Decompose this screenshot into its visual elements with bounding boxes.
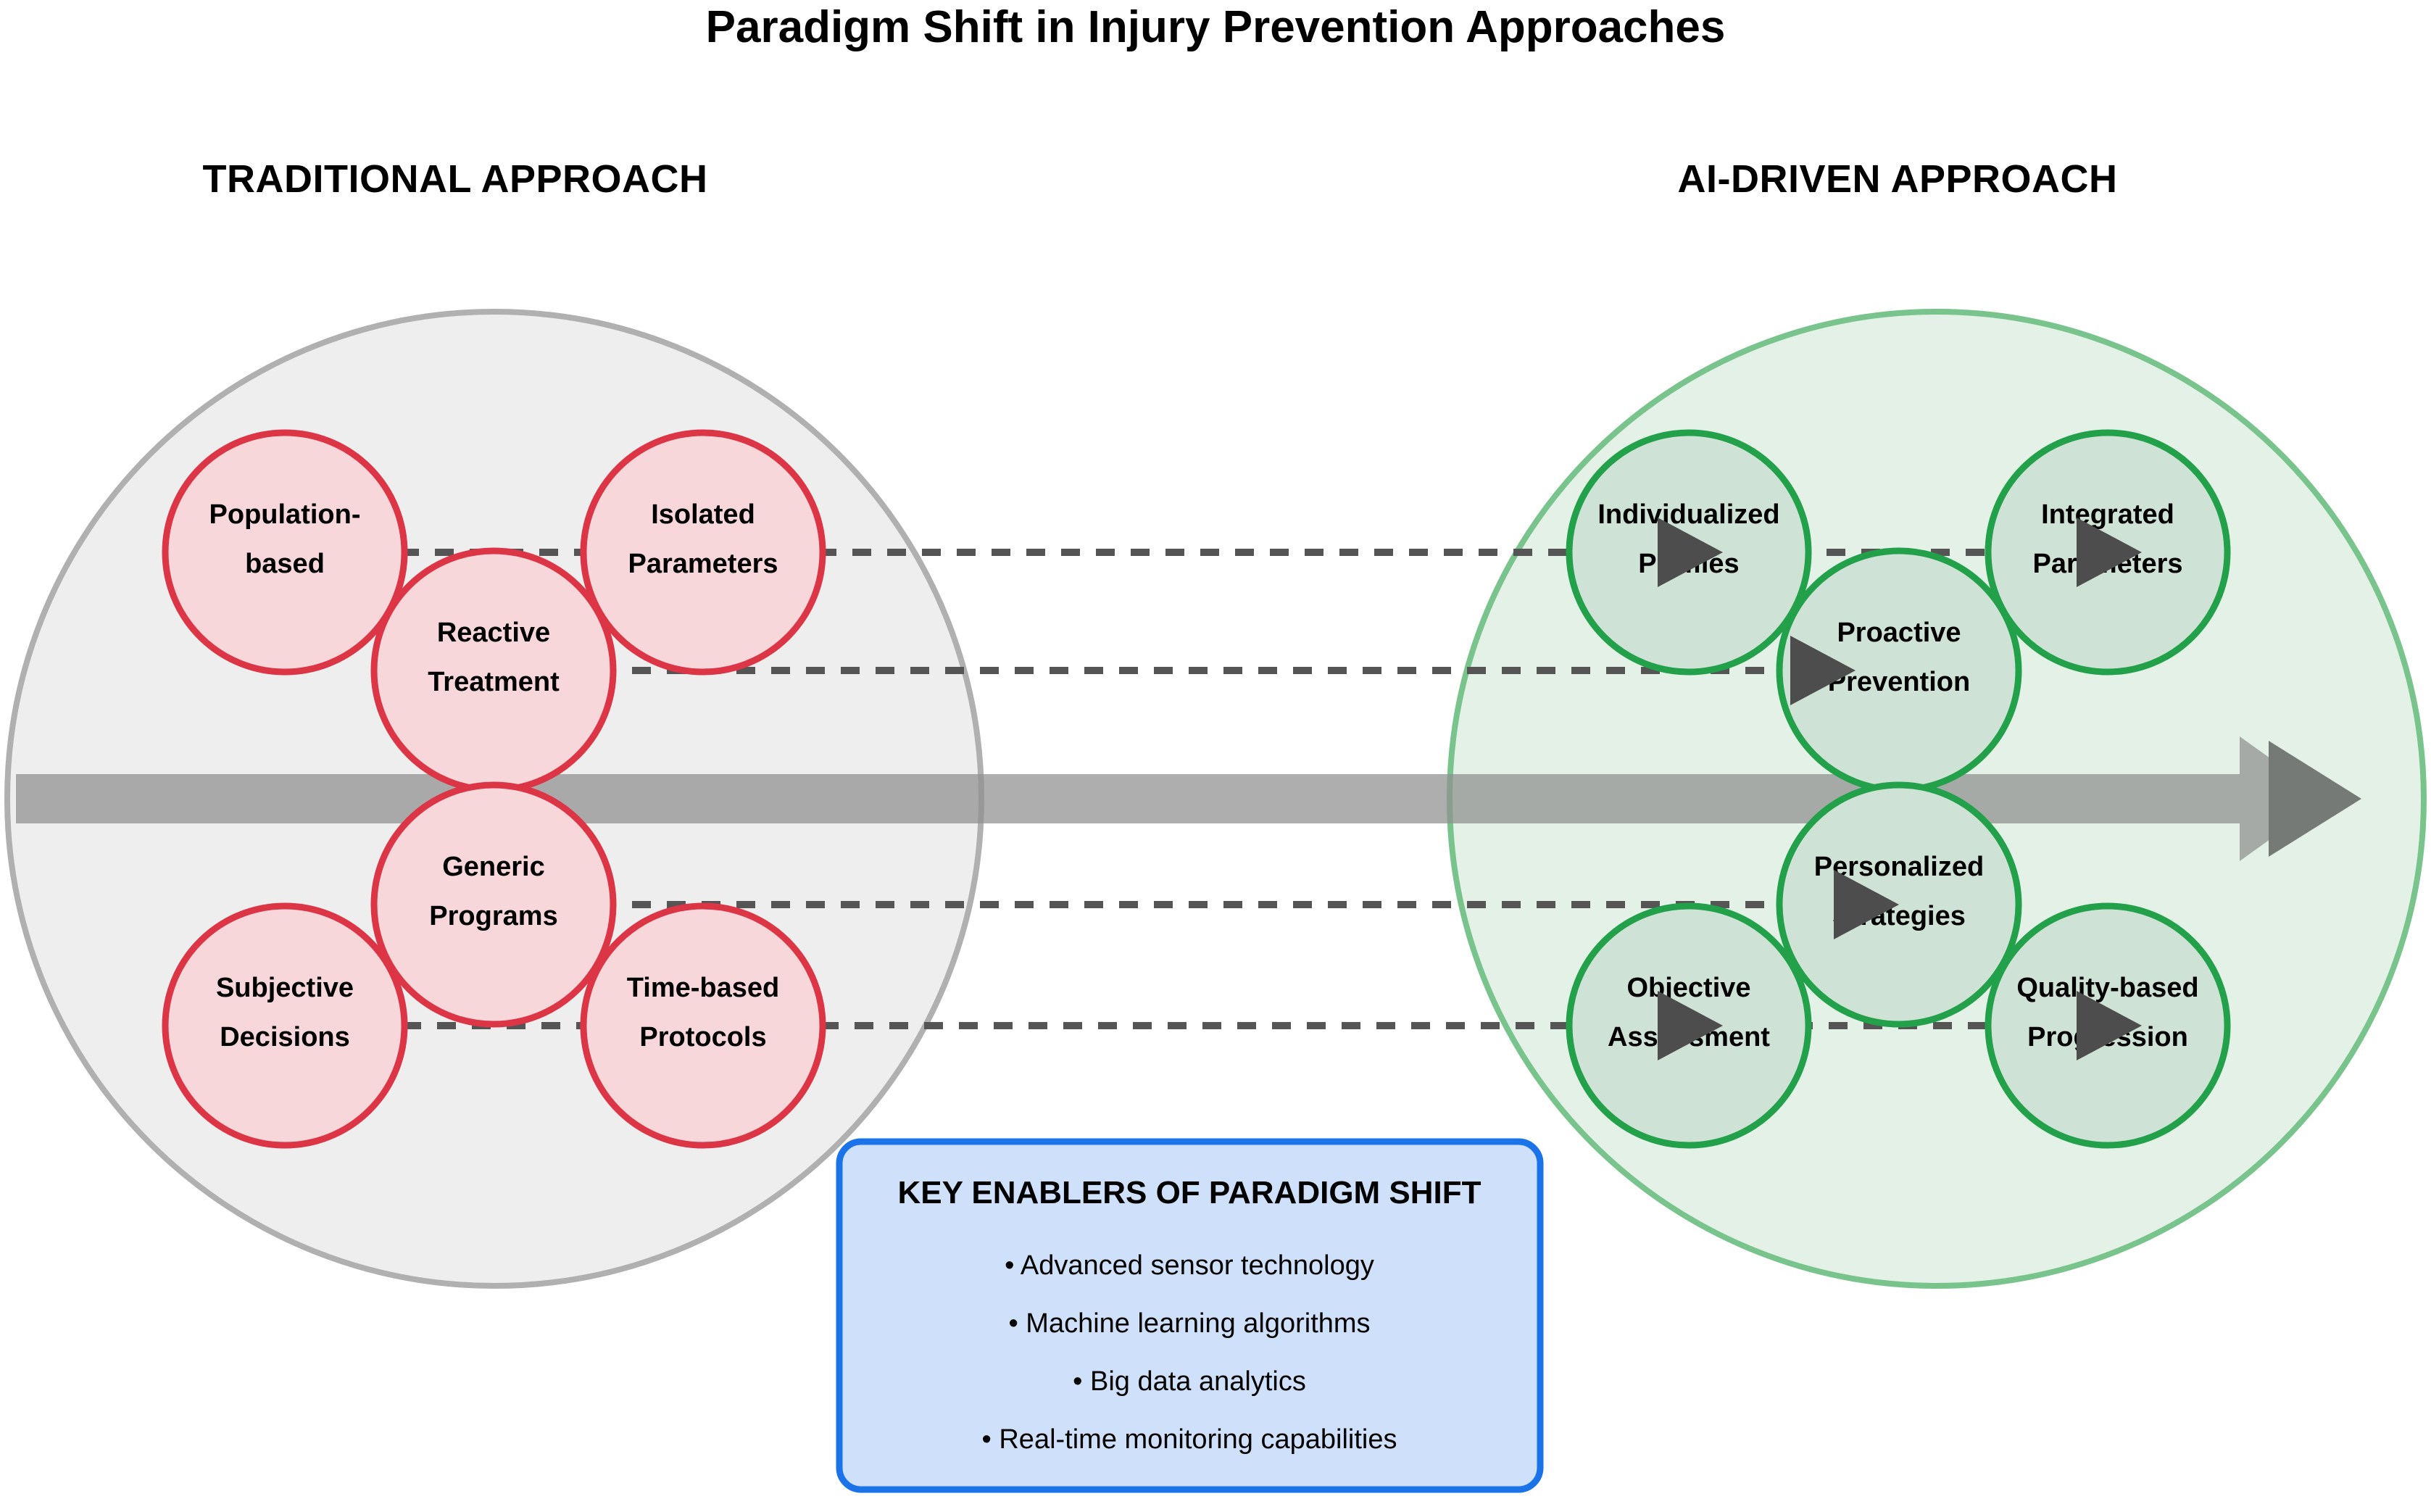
key-enablers-item-4: • Real-time monitoring capabilities xyxy=(982,1424,1397,1455)
ai-zone-heading: AI-DRIVEN APPROACH xyxy=(1677,157,2117,201)
key-enablers-item-3: • Big data analytics xyxy=(1073,1366,1306,1397)
node-subjective-decisions-circle[interactable] xyxy=(162,902,408,1149)
connector-arrowhead-individualized-profiles xyxy=(1658,518,1723,587)
transition-arrow-shape xyxy=(16,736,2327,861)
node-generic-programs[interactable]: Generic Programs xyxy=(370,781,617,1028)
page-title: Paradigm Shift in Injury Prevention Appr… xyxy=(706,2,1726,52)
node-subjective-decisions-label-line2: Decisions xyxy=(220,1022,350,1052)
node-time-based-protocols[interactable]: Time-based Protocols xyxy=(580,902,826,1149)
key-enablers-box[interactable] xyxy=(836,1138,1544,1493)
paradigm-shift-arrow xyxy=(16,736,2361,861)
node-proactive-prevention-label-line1: Proactive xyxy=(1837,618,1961,648)
node-population-based-label-line1: Population- xyxy=(209,499,361,530)
node-generic-programs-label-line2: Programs xyxy=(429,901,557,931)
node-time-based-protocols-label-line1: Time-based xyxy=(627,973,779,1003)
connector-arrowhead-integrated-parameters xyxy=(2077,518,2142,587)
node-objective-assessment-label-line1: Objective xyxy=(1626,973,1750,1003)
node-time-based-protocols-circle[interactable] xyxy=(580,902,826,1149)
node-reactive-treatment-label-line1: Reactive xyxy=(437,618,550,648)
ai-node-group: Individualized Profiles Integrated Param… xyxy=(1566,429,2231,1149)
node-subjective-decisions[interactable]: Subjective Decisions xyxy=(162,902,408,1149)
connector-arrowhead-quality-based-progression xyxy=(2077,991,2142,1060)
traditional-node-group: Population- based Isolated Parameters Re… xyxy=(162,429,826,1149)
node-population-based[interactable]: Population- based xyxy=(162,429,408,676)
key-enablers-heading: KEY ENABLERS OF PARADIGM SHIFT xyxy=(897,1175,1481,1210)
connector-arrowheads-group xyxy=(1658,518,2142,1060)
node-reactive-treatment-label-line2: Treatment xyxy=(428,667,560,697)
connector-arrowhead-personalized-strategies xyxy=(1834,870,1899,939)
connector-arrowhead-proactive-prevention xyxy=(1790,636,1856,705)
key-enablers-item-1: • Advanced sensor technology xyxy=(1005,1250,1374,1281)
node-generic-programs-circle[interactable] xyxy=(370,781,617,1028)
node-population-based-label-line2: based xyxy=(245,549,325,579)
node-generic-programs-label-line1: Generic xyxy=(442,852,545,882)
node-integrated-parameters-label-line1: Integrated xyxy=(2041,499,2174,530)
node-population-based-circle[interactable] xyxy=(162,429,408,676)
node-isolated-parameters-circle[interactable] xyxy=(580,429,826,676)
node-quality-based-progression-label-line1: Quality-based xyxy=(2016,973,2198,1003)
key-enablers-panel[interactable]: KEY ENABLERS OF PARADIGM SHIFT • Advance… xyxy=(836,1138,1544,1493)
node-isolated-parameters-label-line1: Isolated xyxy=(651,499,755,530)
node-subjective-decisions-label-line1: Subjective xyxy=(216,973,354,1003)
node-reactive-treatment[interactable]: Reactive Treatment xyxy=(370,547,617,794)
traditional-zone-heading: TRADITIONAL APPROACH xyxy=(203,157,708,201)
node-time-based-protocols-label-line2: Protocols xyxy=(639,1022,766,1052)
connector-arrowhead-objective-assessment xyxy=(1658,991,1723,1060)
node-isolated-parameters-label-line2: Parameters xyxy=(628,549,778,579)
key-enablers-item-2: • Machine learning algorithms xyxy=(1008,1308,1370,1339)
transition-arrow-head xyxy=(2269,741,2361,857)
node-isolated-parameters[interactable]: Isolated Parameters xyxy=(580,429,826,676)
node-individualized-profiles-label-line1: Individualized xyxy=(1597,499,1779,530)
